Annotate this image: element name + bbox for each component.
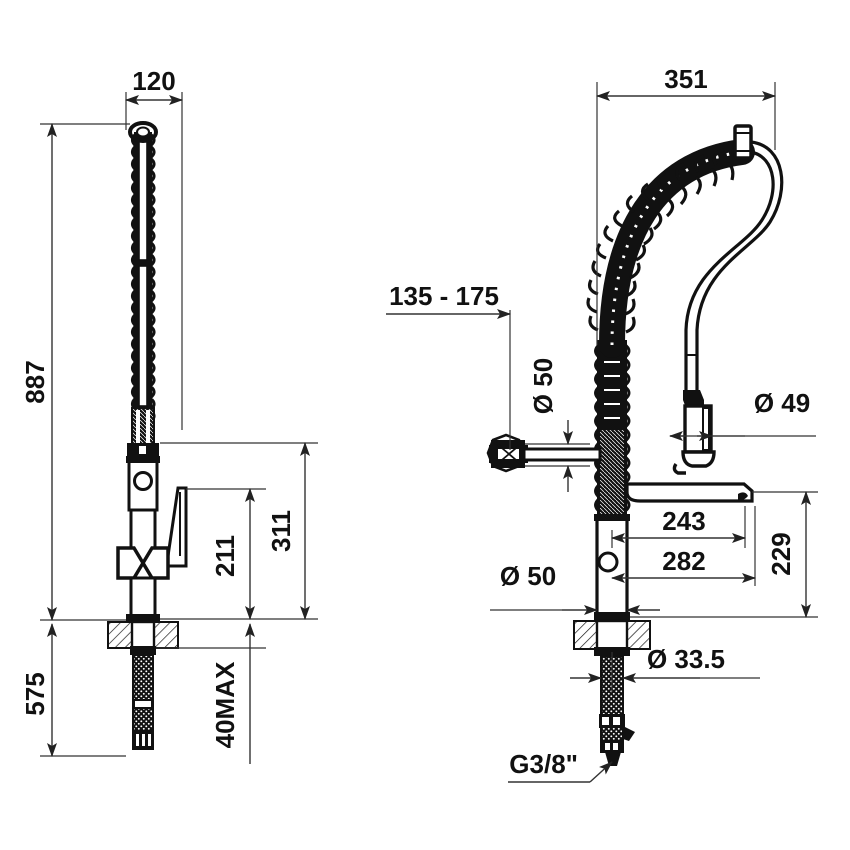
dimension-211: 211 (186, 488, 266, 620)
spout-arm-side (625, 482, 754, 503)
dimension-120-label: 120 (132, 66, 175, 96)
supply-hose-front (132, 654, 154, 750)
dimension-243-label: 243 (662, 506, 705, 536)
dimension-575: 575 (20, 623, 126, 757)
grip-sleeve-front (131, 407, 155, 447)
dimension-dia-49-label: Ø 49 (754, 388, 810, 418)
spray-hose-side (684, 140, 784, 400)
coil-end-cap-side (733, 124, 753, 160)
cross-handle-front[interactable] (116, 546, 170, 580)
dimension-282-label: 282 (662, 546, 705, 576)
dimension-120: 120 (125, 66, 183, 430)
dimension-311-label: 311 (266, 510, 296, 552)
dimension-887-label: 887 (20, 360, 50, 403)
dimension-dia-33-5: Ø 33.5 (570, 644, 760, 692)
dimension-575-label: 575 (20, 672, 50, 715)
dimension-887: 887 (20, 123, 130, 621)
dimension-dia-50-upper: Ø 50 (525, 358, 590, 492)
deck-plate-front (107, 620, 179, 655)
dimension-40max-label: 40MAX (210, 661, 240, 748)
base-deck-plate-side (573, 612, 651, 656)
coil-spring-column-side (594, 340, 631, 518)
right-view-side-elevation: 351 135 - 175 Ø 50 Ø 49 (386, 64, 818, 783)
dimension-243: 243 (611, 506, 746, 548)
lever-handle-front[interactable] (166, 486, 188, 568)
coil-spring-front (128, 121, 158, 428)
dimension-dia-33-5-label: Ø 33.5 (647, 644, 725, 674)
dimension-351-label: 351 (664, 64, 707, 94)
dimension-dia-49: Ø 49 (669, 388, 816, 441)
cross-handle-side[interactable] (486, 433, 602, 473)
dimension-dia-50-lower: Ø 50 (490, 561, 660, 615)
dimension-229: 229 (630, 491, 818, 618)
spray-gun-body-front (126, 456, 160, 512)
base-escutcheon-front (126, 576, 160, 622)
dimension-311: 311 (160, 442, 318, 620)
dimension-135-175-label: 135 - 175 (389, 281, 499, 311)
dimension-thread-g38: G3/8" (508, 749, 613, 783)
dimension-dia-50-upper-label: Ø 50 (528, 358, 558, 414)
dimension-thread-g38-label: G3/8" (509, 749, 578, 779)
coil-spring-arch-side (586, 139, 755, 358)
spray-collar-front (127, 443, 159, 457)
dimension-229-label: 229 (766, 532, 796, 575)
faucet-column-side (594, 514, 630, 618)
dimension-282: 282 (611, 506, 756, 586)
spray-gun-head-side (672, 390, 716, 475)
dimension-dia-50-lower-label: Ø 50 (500, 561, 556, 591)
dimension-351: 351 (596, 64, 776, 345)
left-view-front-elevation: 120 887 575 311 211 (20, 66, 318, 764)
dimension-211-label: 211 (210, 535, 240, 577)
dimension-40max: 40MAX (156, 623, 266, 764)
dimension-135-175: 135 - 175 (386, 281, 511, 450)
